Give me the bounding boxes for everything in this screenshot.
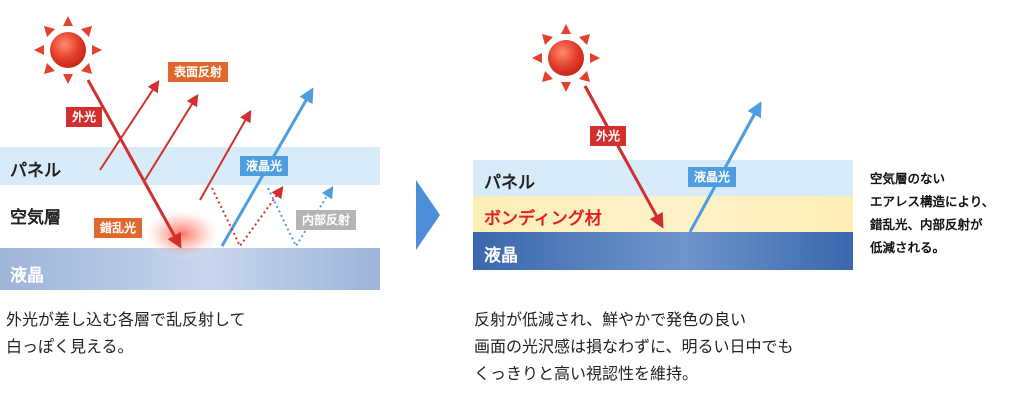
left-air-label: 空気層 <box>10 208 61 228</box>
left-lc-light-tag: 液晶光 <box>240 156 289 176</box>
left-ambient-tag: 外光 <box>66 107 103 127</box>
right-lc-label: 液晶 <box>484 246 518 266</box>
next-chevron-icon <box>416 180 440 250</box>
left-surface-reflection-tag: 表面反射 <box>168 62 229 82</box>
left-panel-layer <box>0 147 380 185</box>
right-ambient-tag: 外光 <box>590 126 627 146</box>
right-panel-label: パネル <box>484 173 535 193</box>
right-note: 空気層のない エアレス構造により、 錯乱光、内部反射が 低減される。 <box>870 167 994 259</box>
left-surface-reflection-arrow-3 <box>199 109 252 201</box>
left-caption: 外光が差し込む各層で乱反射して 白っぽく見える。 <box>6 306 246 360</box>
right-bonding-label: ボンディング材 <box>484 209 602 229</box>
right-lc-light-tag: 液晶光 <box>688 167 737 187</box>
right-incident-arrow-front <box>583 85 664 229</box>
right-caption-line-2: 画面の光沢感は損なわずに、明るい日中でも <box>474 337 794 356</box>
right-caption-line-1: 反射が低減され、鮮やかで発色の良い <box>474 310 747 329</box>
left-scatter-tag: 錯乱光 <box>94 218 143 238</box>
left-surface-reflection-arrow-1 <box>99 79 160 171</box>
left-caption-line-2: 白っぽく見える。 <box>6 337 134 356</box>
right-caption: 反射が低減され、鮮やかで発色の良い 画面の光沢感は損なわずに、明るい日中でも く… <box>474 306 794 387</box>
left-internal-reflection-blue <box>267 185 334 249</box>
left-sun-icon <box>34 16 102 84</box>
left-internal-reflection-tag: 内部反射 <box>296 210 357 230</box>
right-lc-layer <box>473 232 853 270</box>
left-lc-label: 液晶 <box>10 266 44 286</box>
left-internal-reflection-red <box>211 186 284 248</box>
right-sun-icon <box>532 24 600 92</box>
left-caption-line-1: 外光が差し込む各層で乱反射して <box>6 310 246 329</box>
left-panel-label: パネル <box>10 161 61 181</box>
left-incident-arrow <box>86 79 182 249</box>
right-caption-line-3: くっきりと高い視認性を維持。 <box>474 364 699 383</box>
right-note-line-3: 錯乱光、内部反射が <box>870 217 983 232</box>
left-surface-reflection-arrow-2 <box>144 93 199 181</box>
right-note-line-2: エアレス構造により、 <box>870 194 995 209</box>
left-scatter-glow <box>142 208 222 260</box>
right-note-line-1: 空気層のない <box>870 171 946 186</box>
right-note-line-4: 低減される。 <box>870 240 946 255</box>
right-panel-layer <box>473 160 853 196</box>
